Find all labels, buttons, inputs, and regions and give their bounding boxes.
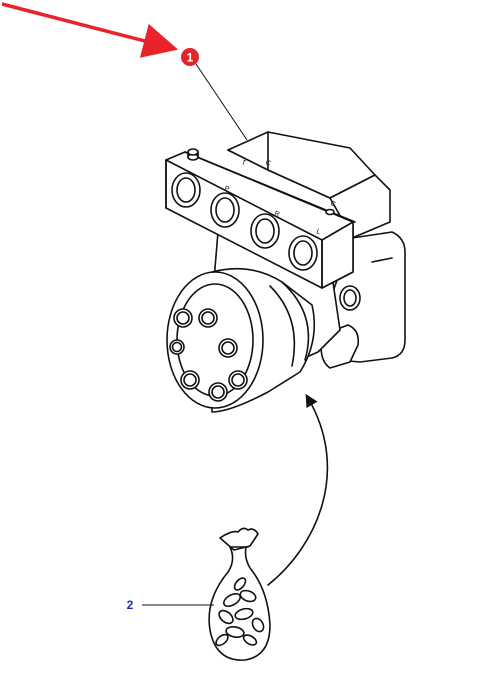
face-bolts [169,308,248,402]
port-marking-l: L [315,228,321,236]
port-l [288,235,318,271]
port-marking-c-top: C [264,159,271,167]
face-bolt [169,339,185,355]
bag-neck [219,527,259,551]
callout-1-badge [181,48,199,66]
port-marking-r: R [273,210,280,218]
pointer-arrow [1,2,179,58]
bag-body [208,546,271,661]
callout-2[interactable]: 2 [127,598,214,612]
port-t [171,172,201,208]
callout-1-leader [195,63,248,141]
callout-1[interactable]: 1 [181,48,248,141]
face-bolt [228,370,248,390]
port-p [210,192,240,228]
steering-unit: T C P R L C [165,131,406,413]
port-marking-c-front: C [329,200,336,208]
face-bolt [173,308,193,328]
face-bolt [198,308,218,328]
callout-2-label: 2 [127,598,134,612]
bag-contents [215,577,265,647]
face-bolt [218,338,238,358]
port-marking-p: P [223,185,230,193]
port-r [250,213,280,249]
parts-bag [208,527,271,661]
face-bolt [208,382,228,402]
assembly-arrow [267,393,329,586]
port-marking-t: T [240,159,247,167]
callout-1-label: 1 [187,51,194,65]
face-bolt [180,370,200,390]
block-bolt-right [325,208,335,216]
